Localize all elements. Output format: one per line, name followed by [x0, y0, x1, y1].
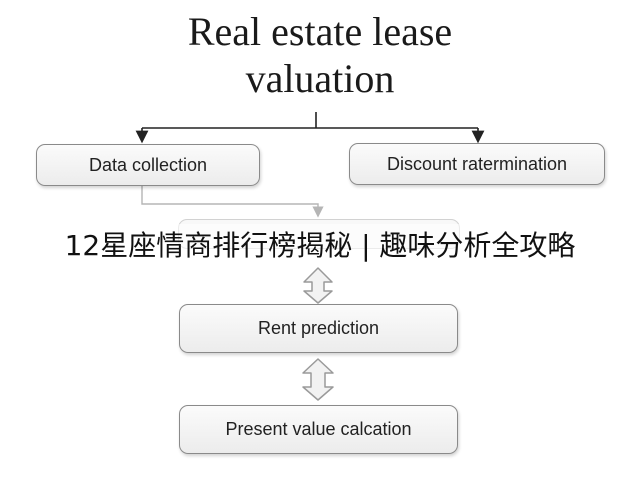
diagram-title-line-2: valuation [245, 56, 395, 101]
node-present-value-label: Present value calcation [225, 419, 412, 439]
node-rent-prediction-label: Rent prediction [257, 318, 380, 338]
node-data-collection: Data collection [36, 144, 260, 186]
overlay-caption: 12星座情商排行榜揭秘 | 趣味分析全攻略 [64, 224, 576, 264]
node-data-collection-label: Data collection [88, 154, 208, 175]
node-discount-determination: Discount ratermination [349, 143, 605, 185]
double-arrow-lower [302, 358, 334, 401]
node-discount-determination-label: Discount ratermination [386, 153, 568, 174]
node-rent-prediction: Rent prediction [179, 304, 458, 353]
overlay-caption-band: 12星座情商排行榜揭秘 | 趣味分析全攻略 [0, 224, 640, 264]
diagram-title-line-1: Real estate lease [187, 9, 453, 54]
connector-data-to-middle [141, 186, 324, 218]
node-present-value: Present value calcation [179, 405, 458, 454]
double-arrow-upper [303, 267, 333, 304]
